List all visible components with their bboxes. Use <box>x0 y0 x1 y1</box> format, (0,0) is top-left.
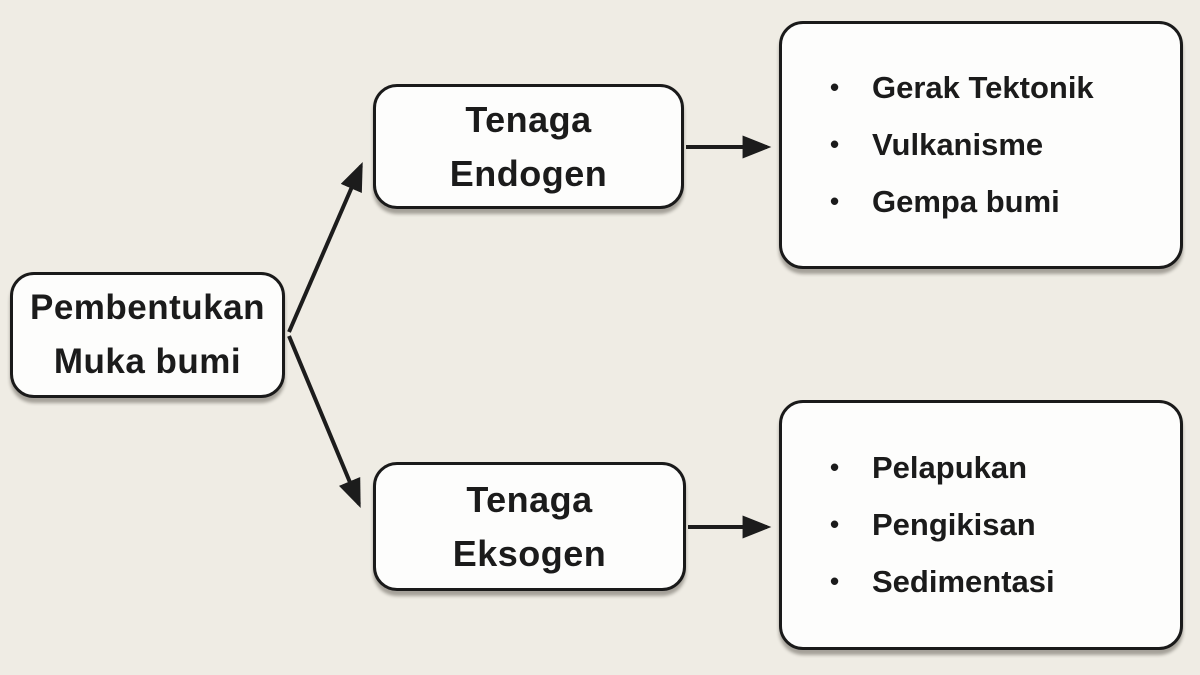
bullet-icon: • <box>830 566 840 597</box>
list-item-label: Gerak Tektonik <box>872 69 1094 105</box>
list-item: • Sedimentasi <box>830 562 1180 602</box>
list-item: • Gempa bumi <box>830 182 1180 222</box>
list-item-label: Gempa bumi <box>872 184 1060 220</box>
bullet-icon: • <box>830 129 840 160</box>
node-pembentukan-muka-bumi: Pembentukan Muka bumi <box>10 272 285 398</box>
node-label-line: Tenaga <box>466 478 593 520</box>
node-label-line: Endogen <box>449 152 608 194</box>
node-label-line: Pembentukan <box>30 287 265 327</box>
list-item-label: Vulkanisme <box>872 126 1044 162</box>
list-item-label: Sedimentasi <box>872 564 1055 600</box>
bullet-icon: • <box>830 186 840 217</box>
connector-root-to-eksogen <box>287 335 361 508</box>
node-tenaga-endogen: Tenaga Endogen <box>373 84 684 209</box>
list-eksogen-items: • Pelapukan • Pengikisan • Sedimentasi <box>779 400 1183 650</box>
list-item: • Gerak Tektonik <box>830 68 1180 108</box>
node-label-line: Tenaga <box>465 98 592 140</box>
node-tenaga-eksogen: Tenaga Eksogen <box>373 462 686 591</box>
node-label-line: Muka bumi <box>53 342 242 381</box>
list-item-label: Pelapukan <box>872 449 1028 485</box>
list-item: • Pengikisan <box>830 505 1180 545</box>
node-label-line: Eksogen <box>452 532 607 574</box>
connector-root-to-endogen <box>287 162 363 333</box>
list-item: • Vulkanisme <box>830 125 1180 165</box>
list-endogen-items: • Gerak Tektonik • Vulkanisme • Gempa bu… <box>779 21 1183 269</box>
bullet-icon: • <box>830 451 840 482</box>
bullet-icon: • <box>830 71 840 102</box>
list-item-label: Pengikisan <box>872 506 1036 542</box>
list-item: • Pelapukan <box>830 448 1180 488</box>
bullet-icon: • <box>830 509 840 540</box>
